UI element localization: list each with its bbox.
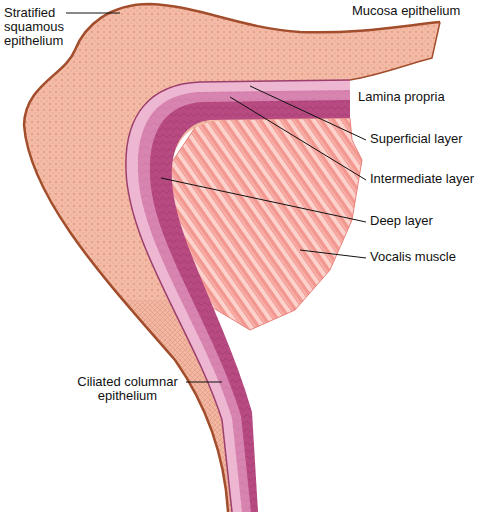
leader-line xyxy=(250,86,366,140)
intermediate-layer xyxy=(126,80,350,512)
part-label: Stratified squamous epithelium xyxy=(4,6,78,48)
leader-line xyxy=(300,250,366,258)
deep-layer xyxy=(126,80,350,512)
ciliated-epithelium xyxy=(24,300,440,512)
part-label: Ciliated columnar epithelium xyxy=(60,375,195,403)
part-label: Vocalis muscle xyxy=(370,250,456,264)
mucosa-edge xyxy=(350,22,440,80)
part-label: Mucosa epithelium xyxy=(352,4,460,18)
part-label: Deep layer xyxy=(370,214,433,228)
part-label: Superficial layer xyxy=(370,132,463,146)
superficial-layer xyxy=(126,80,350,512)
part-label: Lamina propria xyxy=(358,90,445,104)
leader-line xyxy=(66,13,120,14)
basement-line xyxy=(126,80,350,512)
part-label: Intermediate layer xyxy=(370,172,474,186)
leader-line xyxy=(161,178,366,222)
leader-line xyxy=(230,97,366,180)
leader-line xyxy=(186,382,222,383)
